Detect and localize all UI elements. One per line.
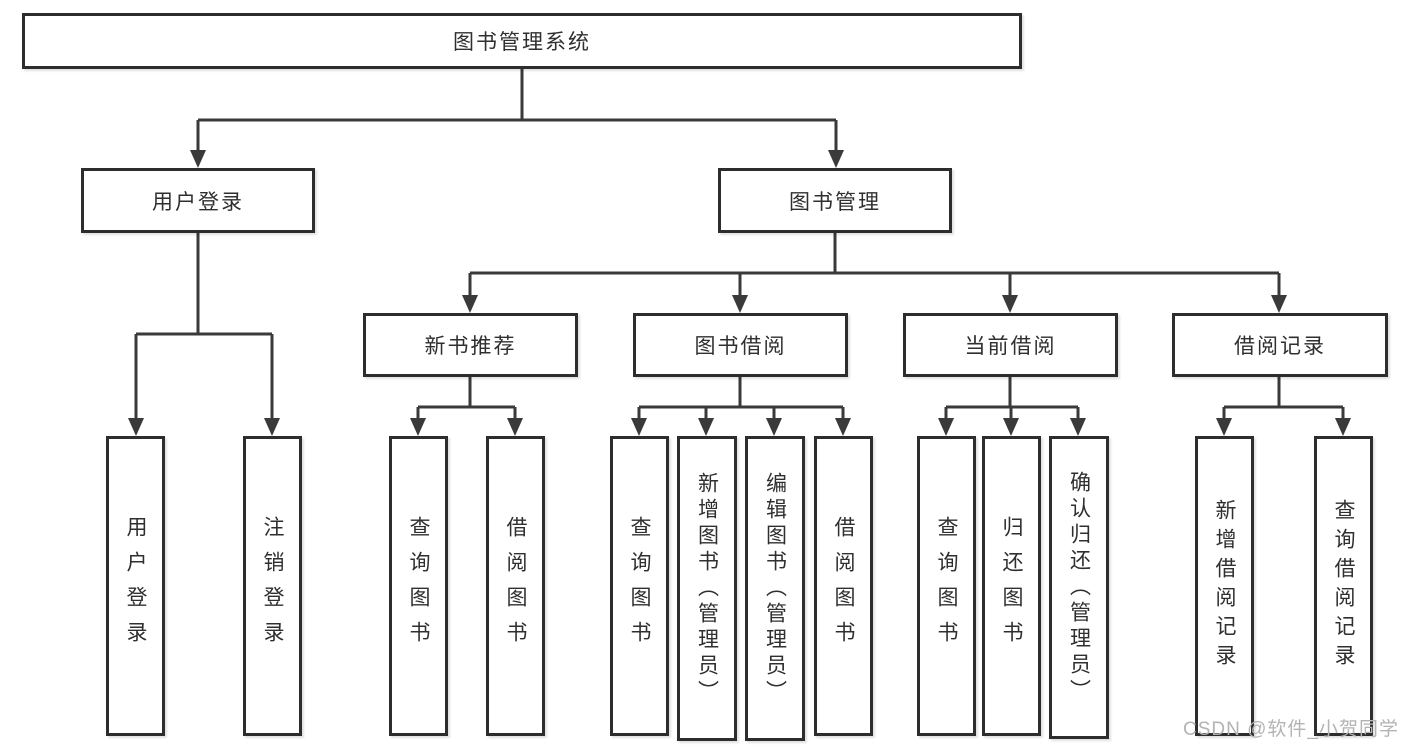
arrow-down-icon [128, 418, 144, 436]
node-current-borrow-label: 当前借阅 [964, 335, 1057, 358]
leaf-user-login-label: 用户登录 [124, 516, 147, 656]
arrow-down-icon [462, 295, 478, 313]
arrow-down-icon [631, 418, 647, 436]
arrow-down-icon [835, 418, 851, 436]
leaf-current-confirm-return-admin: 确认归还（管理员） [1049, 436, 1109, 739]
leaf-records-query-record-label: 查询借阅记录 [1332, 499, 1355, 673]
leaf-borrow-add-books-admin-label: 新增图书（管理员） [695, 471, 719, 706]
connector-borrow-children [631, 377, 851, 436]
connector-recommend-children [410, 377, 523, 436]
leaf-current-confirm-return-admin-label: 确认归还（管理员） [1067, 470, 1091, 705]
arrow-down-icon [1003, 418, 1019, 436]
node-new-book-recommend-label: 新书推荐 [424, 335, 517, 358]
arrow-down-icon [938, 418, 954, 436]
leaf-current-return-books: 归还图书 [982, 436, 1041, 736]
connector-current-children [938, 377, 1086, 436]
arrow-down-icon [1271, 295, 1287, 313]
arrow-down-icon [698, 418, 714, 436]
arrow-down-icon [1070, 418, 1086, 436]
arrow-down-icon [828, 150, 844, 168]
node-borrow-records: 借阅记录 [1172, 313, 1388, 377]
node-book-management: 图书管理 [718, 168, 952, 233]
node-library-system-label: 图书管理系统 [453, 31, 591, 54]
arrow-down-icon [190, 150, 206, 168]
connector-user-login-children [128, 233, 280, 436]
leaf-borrow-add-books-admin: 新增图书（管理员） [677, 436, 737, 741]
node-user-login: 用户登录 [81, 168, 315, 233]
leaf-current-return-books-label: 归还图书 [1000, 516, 1023, 656]
leaf-borrow-edit-books-admin: 编辑图书（管理员） [745, 436, 805, 741]
leaf-records-query-record: 查询借阅记录 [1314, 436, 1373, 736]
leaf-borrow-borrow-books-label: 借阅图书 [832, 516, 855, 656]
leaf-current-query-books-label: 查询图书 [935, 516, 958, 656]
leaf-logout: 注销登录 [243, 436, 302, 736]
leaf-recommend-borrow-books-label: 借阅图书 [504, 516, 527, 656]
node-book-management-label: 图书管理 [789, 190, 881, 214]
leaf-recommend-borrow-books: 借阅图书 [486, 436, 545, 736]
leaf-records-add-record: 新增借阅记录 [1195, 436, 1254, 736]
node-user-login-label: 用户登录 [152, 190, 244, 214]
leaf-records-add-record-label: 新增借阅记录 [1213, 499, 1236, 673]
connector-book-management-children [462, 233, 1287, 313]
arrow-down-icon [507, 418, 523, 436]
leaf-recommend-query-books-label: 查询图书 [407, 516, 430, 656]
arrow-down-icon [1335, 418, 1351, 436]
arrow-down-icon [732, 295, 748, 313]
connector-records-children [1216, 377, 1351, 436]
watermark: CSDN @软件_小贺同学 [1183, 719, 1399, 740]
leaf-current-query-books: 查询图书 [917, 436, 976, 736]
arrow-down-icon [766, 418, 782, 436]
leaf-borrow-borrow-books: 借阅图书 [814, 436, 873, 736]
node-new-book-recommend: 新书推荐 [363, 313, 578, 377]
connector-root-to-level2 [190, 69, 844, 168]
leaf-logout-label: 注销登录 [261, 516, 284, 656]
node-book-borrow-label: 图书借阅 [694, 335, 787, 358]
arrow-down-icon [410, 418, 426, 436]
leaf-borrow-query-books: 查询图书 [610, 436, 669, 736]
leaf-recommend-query-books: 查询图书 [389, 436, 448, 736]
arrow-down-icon [264, 418, 280, 436]
node-current-borrow: 当前借阅 [903, 313, 1118, 377]
node-library-system: 图书管理系统 [22, 13, 1022, 69]
arrow-down-icon [1216, 418, 1232, 436]
leaf-borrow-edit-books-admin-label: 编辑图书（管理员） [763, 471, 787, 706]
leaf-borrow-query-books-label: 查询图书 [628, 516, 651, 656]
node-borrow-records-label: 借阅记录 [1234, 335, 1326, 358]
node-book-borrow: 图书借阅 [633, 313, 848, 377]
arrow-down-icon [1002, 295, 1018, 313]
leaf-user-login: 用户登录 [106, 436, 165, 736]
